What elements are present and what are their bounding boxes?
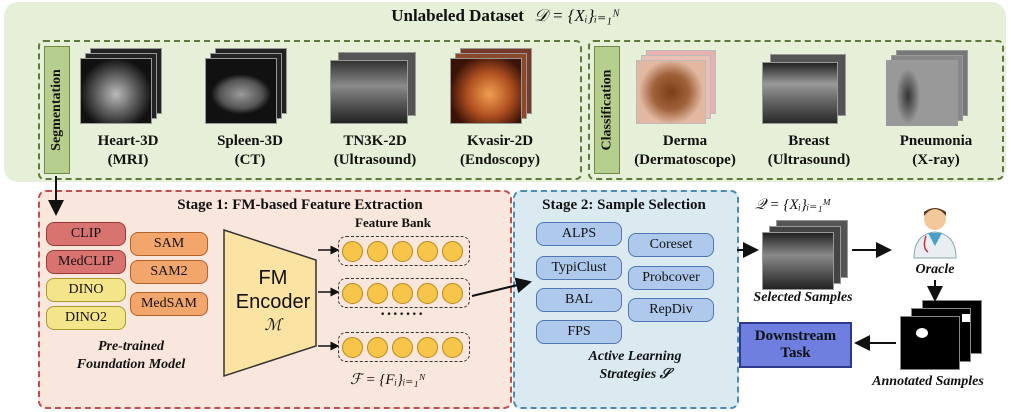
strategy-fps: FPS	[536, 320, 622, 344]
strategy-repdiv: RepDiv	[628, 298, 714, 322]
feature-bank-ellipsis: ·······	[380, 306, 425, 323]
pneumonia-image	[886, 50, 976, 128]
segmentation-label: Segmentation	[44, 46, 70, 174]
fm-encoder-label: FM Encoder ℳ	[235, 267, 311, 334]
strategy-typiclust: TypiClust	[536, 256, 622, 280]
downstream-task-box: Downstream Task	[739, 322, 852, 368]
model-sam: SAM	[130, 232, 208, 256]
heart-3d-caption: Heart-3D(MRI)	[97, 133, 159, 168]
spleen-3d-image	[205, 48, 295, 128]
segmentation-group	[38, 40, 582, 180]
pneumonia-caption: Pneumonia(X-ray)	[899, 133, 973, 168]
stage2-title: Stage 2: Sample Selection	[542, 197, 706, 213]
selected-samples-image	[762, 220, 852, 294]
unlabeled-dataset-title: Unlabeled Dataset 𝒟 = {Xᵢ}ᵢ₌₁ᴺ	[0, 6, 1011, 26]
feature-bank-row	[338, 236, 470, 266]
tn3k-2d-caption: TN3K-2D(Ultrasound)	[333, 133, 417, 168]
annotated-samples-label: Annotated Samples	[872, 374, 984, 389]
fm-encoder-shape	[223, 228, 317, 378]
model-medclip: MedCLIP	[46, 250, 126, 274]
downstream-task-label: Downstream Task	[754, 328, 837, 361]
strategy-probcover: Probcover	[628, 266, 714, 290]
kvasir-2d-image	[450, 48, 540, 128]
dataset-formula: 𝒟 = {Xᵢ}ᵢ₌₁ᴺ	[534, 6, 620, 25]
stage1-title: Stage 1: FM-based Feature Extraction	[177, 197, 423, 213]
query-set-formula: 𝒬 = {Xᵢ}ᵢ₌₁ᴹ	[755, 197, 831, 213]
strategy-alps: ALPS	[536, 222, 622, 246]
feature-bank-row	[338, 278, 470, 308]
oracle-label: Oracle	[915, 262, 955, 277]
breast-caption: Breast(Ultrasound)	[767, 133, 851, 168]
heart-3d-image	[80, 48, 170, 128]
doctor-icon	[913, 208, 957, 259]
encoder-to-bank-arrows	[318, 245, 340, 351]
feature-bank-formula: ℱ = {Fᵢ}ᵢ₌₁ᴺ	[350, 372, 426, 388]
tn3k-2d-image	[330, 52, 420, 128]
annotated-samples-image	[900, 300, 985, 372]
breast-image	[762, 54, 852, 128]
feature-bank-title: Feature Bank	[355, 215, 431, 230]
spleen-3d-caption: Spleen-3D(CT)	[217, 133, 283, 168]
derma-caption: Derma(Dermatoscope)	[634, 133, 736, 168]
derma-image	[636, 50, 726, 128]
kvasir-2d-caption: Kvasir-2D(Endoscopy)	[459, 133, 541, 168]
dataset-title-text: Unlabeled Dataset	[391, 6, 524, 25]
classification-group	[588, 40, 1004, 180]
model-sam2: SAM2	[130, 260, 208, 284]
strategy-bal: BAL	[536, 288, 622, 312]
feature-bank-row	[338, 332, 470, 362]
model-dino2: DINO2	[46, 306, 126, 330]
strategy-coreset: Coreset	[628, 233, 714, 257]
model-clip: CLIP	[46, 222, 126, 246]
model-dino: DINO	[46, 278, 126, 302]
stage1-to-stage2-arrow	[471, 277, 532, 297]
model-medsam: MedSAM	[130, 292, 208, 316]
classification-label: Classification	[594, 46, 620, 174]
selected-samples-label: Selected Samples	[753, 290, 853, 305]
